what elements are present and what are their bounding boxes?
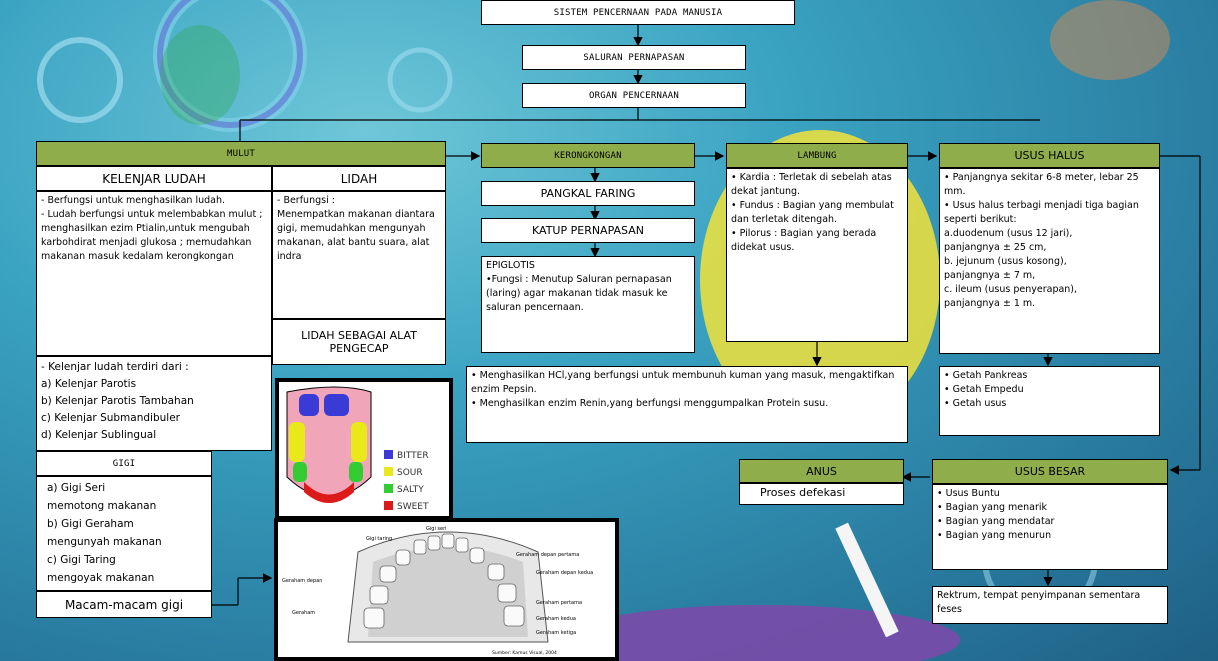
mulut-header: MULUT	[36, 141, 446, 166]
legend-sour: SOUR	[397, 468, 423, 478]
saluran-box: SALURAN PERNAPASAN	[522, 45, 746, 70]
teeth-label-geraham-depan: Geraham depan	[282, 578, 322, 584]
anus-text-box: Proses defekasi	[739, 483, 904, 505]
gigi-title: GIGI	[112, 458, 136, 469]
katup-pernapasan-label: KATUP PERNAPASAN	[532, 224, 644, 237]
lidah-header: LIDAH	[272, 166, 446, 191]
getah-text: • Getah Pankreas • Getah Empedu • Getah …	[939, 366, 1160, 436]
anus-header: ANUS	[739, 459, 904, 483]
lidah-pengecap-box: LIDAH SEBAGAI ALAT PENGECAP	[272, 319, 446, 365]
usus-besar-label: USUS BESAR	[1014, 465, 1086, 478]
lambung-fungsi-text: • Menghasilkan HCl,yang berfungsi untuk …	[466, 366, 908, 443]
anus-text: Proses defekasi	[760, 486, 846, 499]
lambung-label: LAMBUNG	[797, 150, 837, 161]
usus-halus-header: USUS HALUS	[939, 143, 1160, 168]
usus-halus-text: • Panjangnya sekitar 6-8 meter, lebar 25…	[939, 168, 1160, 354]
teeth-label-geraham: Geraham	[292, 610, 315, 616]
rektum-text: Rektrum, tempat penyimpanan sementara fe…	[932, 586, 1168, 624]
mulut-label: MULUT	[226, 148, 256, 159]
pangkal-faring-box: PANGKAL FARING	[481, 181, 695, 206]
kerongkongan-header: KERONGKONGAN	[481, 143, 695, 168]
legend-sweet: SWEET	[397, 502, 429, 512]
kelenjar-types-text: - Kelenjar ludah terdiri dari : a) Kelen…	[36, 356, 272, 451]
epiglotis-text: EPIGLOTIS •Fungsi : Menutup Saluran pern…	[481, 256, 695, 353]
teeth-label-geraham-depan-kedua: Geraham depan kedua	[536, 570, 593, 576]
lidah-pengecap-label: LIDAH SEBAGAI ALAT PENGECAP	[301, 329, 417, 355]
teeth-source: Sumber: Kamus Visual, 2004	[492, 650, 557, 656]
legend-sweet-swatch	[384, 501, 393, 510]
legend-salty: SALTY	[397, 485, 424, 495]
organ-label: ORGAN PENCERNAAN	[589, 90, 679, 101]
teeth-label-geraham-depan-pertama: Geraham depan pertama	[516, 552, 579, 558]
lidah-title: LIDAH	[340, 171, 378, 186]
legend-sour-swatch	[384, 467, 393, 476]
teeth-label-taring: Gigi taring	[366, 536, 392, 542]
legend-bitter: BITTER	[397, 451, 429, 461]
teeth-label-geraham-ketiga: Geraham ketiga	[536, 630, 576, 636]
page-title: SISTEM PENCERNAAN PADA MANUSIA	[553, 7, 723, 18]
teeth-illustration: Gigi seri Gigi taring Geraham depan Gera…	[282, 526, 593, 656]
lambung-text: • Kardia : Terletak di sebelah atas deka…	[726, 168, 908, 342]
organ-box: ORGAN PENCERNAAN	[522, 83, 746, 108]
kelenjar-ludah-header: KELENJAR LUDAH	[36, 166, 272, 191]
tongue-illustration: BITTER SOUR SALTY SWEET	[286, 386, 429, 512]
saluran-label: SALURAN PERNAPASAN	[583, 52, 685, 63]
teeth-label-seri: Gigi seri	[426, 526, 447, 532]
kerongkongan-label: KERONGKONGAN	[554, 150, 622, 161]
teeth-label-geraham-pertama: Geraham pertama	[536, 600, 582, 606]
kelenjar-ludah-text: - Berfungsi untuk menghasilkan ludah. - …	[36, 191, 272, 356]
lambung-header: LAMBUNG	[726, 143, 908, 168]
lidah-text: - Berfungsi : Menempatkan makanan dianta…	[272, 191, 446, 319]
teeth-image: Gigi seri Gigi taring Geraham depan Gera…	[274, 518, 619, 661]
legend-bitter-swatch	[384, 450, 393, 459]
usus-halus-label: USUS HALUS	[1014, 149, 1085, 162]
usus-besar-header: USUS BESAR	[932, 459, 1168, 484]
gigi-text: a) Gigi Seri memotong makanan b) Gigi Ge…	[36, 476, 212, 591]
katup-pernapasan-box: KATUP PERNAPASAN	[481, 218, 695, 243]
legend-salty-swatch	[384, 484, 393, 493]
macam-gigi-label: Macam-macam gigi	[64, 597, 184, 612]
title-box: SISTEM PENCERNAAN PADA MANUSIA	[481, 0, 795, 25]
gigi-header: GIGI	[36, 451, 212, 476]
anus-label: ANUS	[806, 464, 837, 478]
macam-gigi-box: Macam-macam gigi	[36, 591, 212, 618]
kelenjar-ludah-title: KELENJAR LUDAH	[102, 171, 206, 186]
tongue-image: BITTER SOUR SALTY SWEET	[275, 378, 453, 520]
pangkal-faring-label: PANGKAL FARING	[540, 187, 636, 200]
teeth-label-geraham-kedua: Geraham kedua	[536, 616, 576, 622]
usus-besar-text: • Usus Buntu • Bagian yang menarik • Bag…	[932, 484, 1168, 570]
